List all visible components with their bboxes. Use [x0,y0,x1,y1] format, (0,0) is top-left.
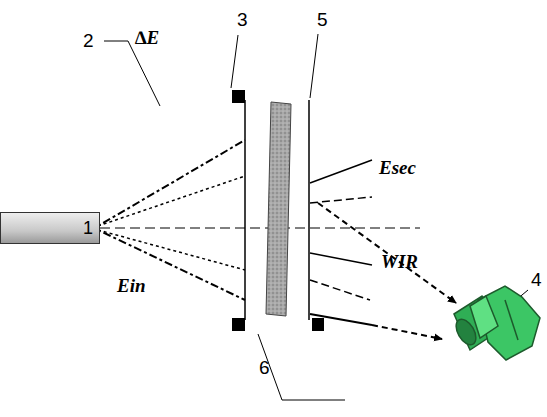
ir-camera [452,286,540,360]
energy-change-label: ∆E [134,28,160,47]
leader-lines [104,34,528,400]
clamp-block [312,318,324,331]
clamp-block [232,318,245,331]
clamp-block [232,90,245,103]
callout-number: 5 [316,10,329,29]
sample-plate [266,102,291,316]
frame-line [244,100,246,320]
callout-number: 6 [258,358,271,377]
callout-number: 4 [530,270,543,289]
source-box: 1 [0,212,100,244]
frame-line [308,100,310,320]
axis-line [100,228,420,229]
incident-energy-label: Ein [116,276,147,295]
ir-radiation-label: WIR [380,252,419,271]
callout-number: 2 [82,31,95,50]
callout-number: 3 [236,10,249,29]
callout-number: 1 [83,218,93,239]
secondary-energy-label: Esec [378,158,417,177]
